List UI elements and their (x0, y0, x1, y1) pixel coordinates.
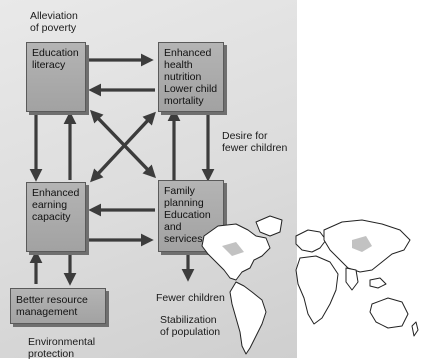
arrow-diagonal-family-education (89, 109, 152, 174)
enhanced-health-box: Enhanced health nutrition Lower child mo… (158, 42, 224, 112)
arrow-diagonal-health-earning (90, 116, 152, 183)
enhanced-earning-capacity-box: Enhanced earning capacity (26, 182, 86, 252)
desire-for-fewer-children-label: Desire for fewer children (222, 130, 288, 154)
arrow-layer (29, 53, 215, 286)
family-planning-box: Family planning Education and services (158, 180, 224, 252)
better-resource-management-box: Better resource management (10, 288, 106, 324)
stabilization-of-population-label: Stabilization of population (160, 314, 221, 338)
environmental-protection-label: Environmental protection (28, 336, 96, 360)
world-map-icon (201, 215, 419, 355)
alleviation-of-poverty-label: Alleviation of poverty (30, 10, 78, 34)
education-literacy-box: Education literacy (26, 42, 86, 112)
fewer-children-label: Fewer children (156, 292, 225, 304)
